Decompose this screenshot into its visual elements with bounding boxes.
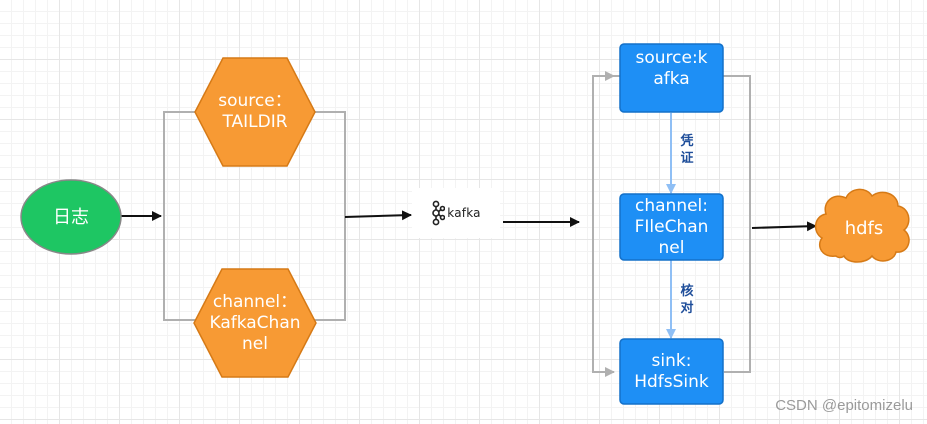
csdn-watermark: CSDN @epitomizelu [775,397,913,414]
sink-hdfs-node [619,338,724,405]
hdfs-cloud-node [814,188,910,263]
main-flow-arrows [121,210,817,232]
channel-file-node [619,193,724,261]
right-bracket-connector [592,71,751,377]
credential-edge-label: 凭 证 [679,133,695,167]
kafka-logo-text: kafka [447,206,481,220]
source-kafka-node [619,43,724,113]
kafka-icon [432,200,446,226]
kafka-logo: kafka [412,188,500,238]
channel-kafka-node [193,268,317,378]
logs-node [20,179,122,255]
verify-edge-label: 核 对 [679,283,695,317]
source-taildir-node [194,57,316,167]
